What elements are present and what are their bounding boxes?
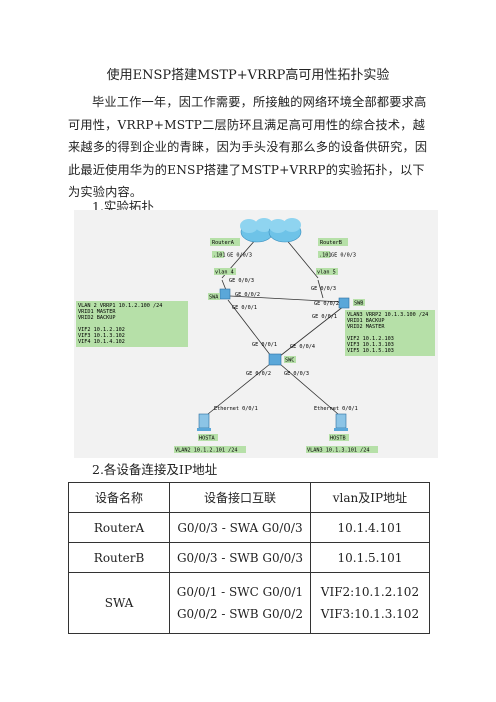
router-a-ip: .101 xyxy=(213,253,226,259)
swb-ge1: GE 0/0/1 xyxy=(312,314,337,320)
doc-title: 使用ENSP搭建MSTP+VRRP高可用性拓扑实验 xyxy=(106,68,390,83)
link-cloud-rb xyxy=(284,237,319,279)
topology-diagram: RouterA .101 GE 0/0/3 vlan 4 RouterB .10… xyxy=(74,210,438,458)
router-b-vlan: vlan 5 xyxy=(317,270,336,276)
switch-icon xyxy=(268,353,282,366)
router-a: RouterA .101 GE 0/0/3 vlan 4 xyxy=(210,238,252,276)
cell-link-line: G0/0/1 - SWC G0/0/1 xyxy=(176,585,304,599)
cell-ip-line: VIF3:10.1.3.102 xyxy=(320,607,420,621)
links xyxy=(207,237,345,415)
cloud-icon xyxy=(240,218,302,243)
swa-label: SWA xyxy=(209,295,219,301)
swa-info: VLAN 2 VRRP1 10.1.2.100 /24 VRID1 MASTER… xyxy=(78,303,165,345)
router-a-label: RouterA xyxy=(212,240,235,246)
hosta-ip: VLAN2 10.1.2.101 /24 xyxy=(175,448,237,454)
hosta-if: Ethernet 0/0/1 xyxy=(214,406,258,412)
link-swa-swc xyxy=(227,299,272,357)
swa-info-box xyxy=(76,301,188,347)
swa-port-top: GE 0/0/3 xyxy=(229,278,254,284)
swc-ge2: GE 0/0/2 xyxy=(246,371,271,377)
swb-info: VLAN3 VRRP2 10.1.3.100 /24 VRID1 BACKUP … xyxy=(347,312,431,354)
table-header: 设备名称 xyxy=(67,482,171,513)
hosta-label: HOSTA xyxy=(199,436,215,442)
hostb-if: Ethernet 0/0/1 xyxy=(314,406,358,412)
swc-ge4: GE 0/0/4 xyxy=(290,344,315,350)
router-b: RouterB .101 GE 0/0/3 vlan 5 xyxy=(316,238,356,276)
switch-c: SWC GE 0/0/1 GE 0/0/4 GE 0/0/2 GE 0/0/3 xyxy=(246,342,315,377)
swb-info-box xyxy=(345,310,435,356)
hostb-ip: VLAN3 10.1.3.101 /24 xyxy=(307,448,369,454)
computer-icon xyxy=(335,413,347,429)
host-b: Ethernet 0/0/1 HOSTB VLAN3 10.1.3.101 /2… xyxy=(306,406,378,454)
cell-link: G0/0/3 - SWB G0/0/3 xyxy=(169,542,311,573)
swc-ge3: GE 0/0/3 xyxy=(284,371,309,377)
link-swa-swb xyxy=(229,295,343,303)
device-table: 设备名称 设备接口互联 vlan及IP地址 RouterA G0/0/3 - S… xyxy=(67,482,431,634)
switch-icon xyxy=(338,297,350,309)
swa-ge2: GE 0/0/2 xyxy=(235,292,260,298)
router-a-vlan: vlan 4 xyxy=(215,270,234,276)
link-rb-swb xyxy=(317,279,324,299)
router-a-port: GE 0/0/3 xyxy=(227,253,252,259)
section-heading-connections: 2.各设备连接及IP地址 xyxy=(92,462,218,477)
swa-ge1: GE 0/0/1 xyxy=(232,305,257,311)
intro-paragraph: 毕业工作一年，因工作需要，所接触的网络环境全部都要求高可用性，VRRP+MSTP… xyxy=(68,95,428,199)
swb-ge2: GE 0/0/2 xyxy=(314,301,339,307)
cell-ip-line: VIF2:10.1.2.102 xyxy=(320,585,420,599)
swb-label: SWB xyxy=(354,301,363,307)
cell-link: G0/0/1 - SWC G0/0/1 G0/0/2 - SWB G0/0/2 xyxy=(169,572,311,634)
link-ra-swa xyxy=(221,279,227,291)
table-row: RouterA G0/0/3 - SWA G0/0/3 10.1.4.101 xyxy=(67,512,431,543)
router-b-label: RouterB xyxy=(320,240,342,246)
table-header: vlan及IP地址 xyxy=(309,482,431,513)
cell-link: G0/0/3 - SWA G0/0/3 xyxy=(169,512,311,543)
router-b-ip: .101 xyxy=(319,253,332,259)
hostb-label: HOSTB xyxy=(330,436,346,442)
table-row: SWA G0/0/1 - SWC G0/0/1 G0/0/2 - SWB G0/… xyxy=(67,572,431,634)
table-row: RouterB G0/0/3 - SWB G0/0/3 10.1.5.101 xyxy=(67,542,431,573)
table-header: 设备接口互联 xyxy=(169,482,311,513)
cell-ip: VIF2:10.1.2.102 VIF3:10.1.3.102 xyxy=(309,572,431,634)
cell-link-line: G0/0/2 - SWB G0/0/2 xyxy=(176,607,303,621)
topology-svg: RouterA .101 GE 0/0/3 vlan 4 RouterB .10… xyxy=(76,218,435,454)
link-swc-hostb xyxy=(279,363,339,415)
computer-icon xyxy=(198,413,210,429)
host-a: Ethernet 0/0/1 HOSTA VLAN2 10.1.2.101 /2… xyxy=(174,406,258,454)
cell-device: SWA xyxy=(67,572,171,634)
cell-ip: 10.1.5.101 xyxy=(309,542,431,573)
table-header-row: 设备名称 设备接口互联 vlan及IP地址 xyxy=(67,482,431,513)
link-swc-hosta xyxy=(207,363,271,415)
switch-b: GE 0/0/3 SWB GE 0/0/2 GE 0/0/1 VLAN3 VRR… xyxy=(311,286,435,356)
cell-ip: 10.1.4.101 xyxy=(309,512,431,543)
swb-port-top: GE 0/0/3 xyxy=(311,286,336,292)
router-b-port: GE 0/0/3 xyxy=(331,253,356,259)
swc-ge1: GE 0/0/1 xyxy=(252,342,277,348)
link-swb-swc xyxy=(279,305,345,357)
switch-icon xyxy=(219,288,231,300)
swc-label: SWC xyxy=(285,358,294,364)
cell-device: RouterA xyxy=(67,512,171,543)
switch-a: GE 0/0/3 SWA GE 0/0/2 GE 0/0/1 VLAN 2 VR… xyxy=(76,278,260,347)
cell-device: RouterB xyxy=(67,542,171,573)
